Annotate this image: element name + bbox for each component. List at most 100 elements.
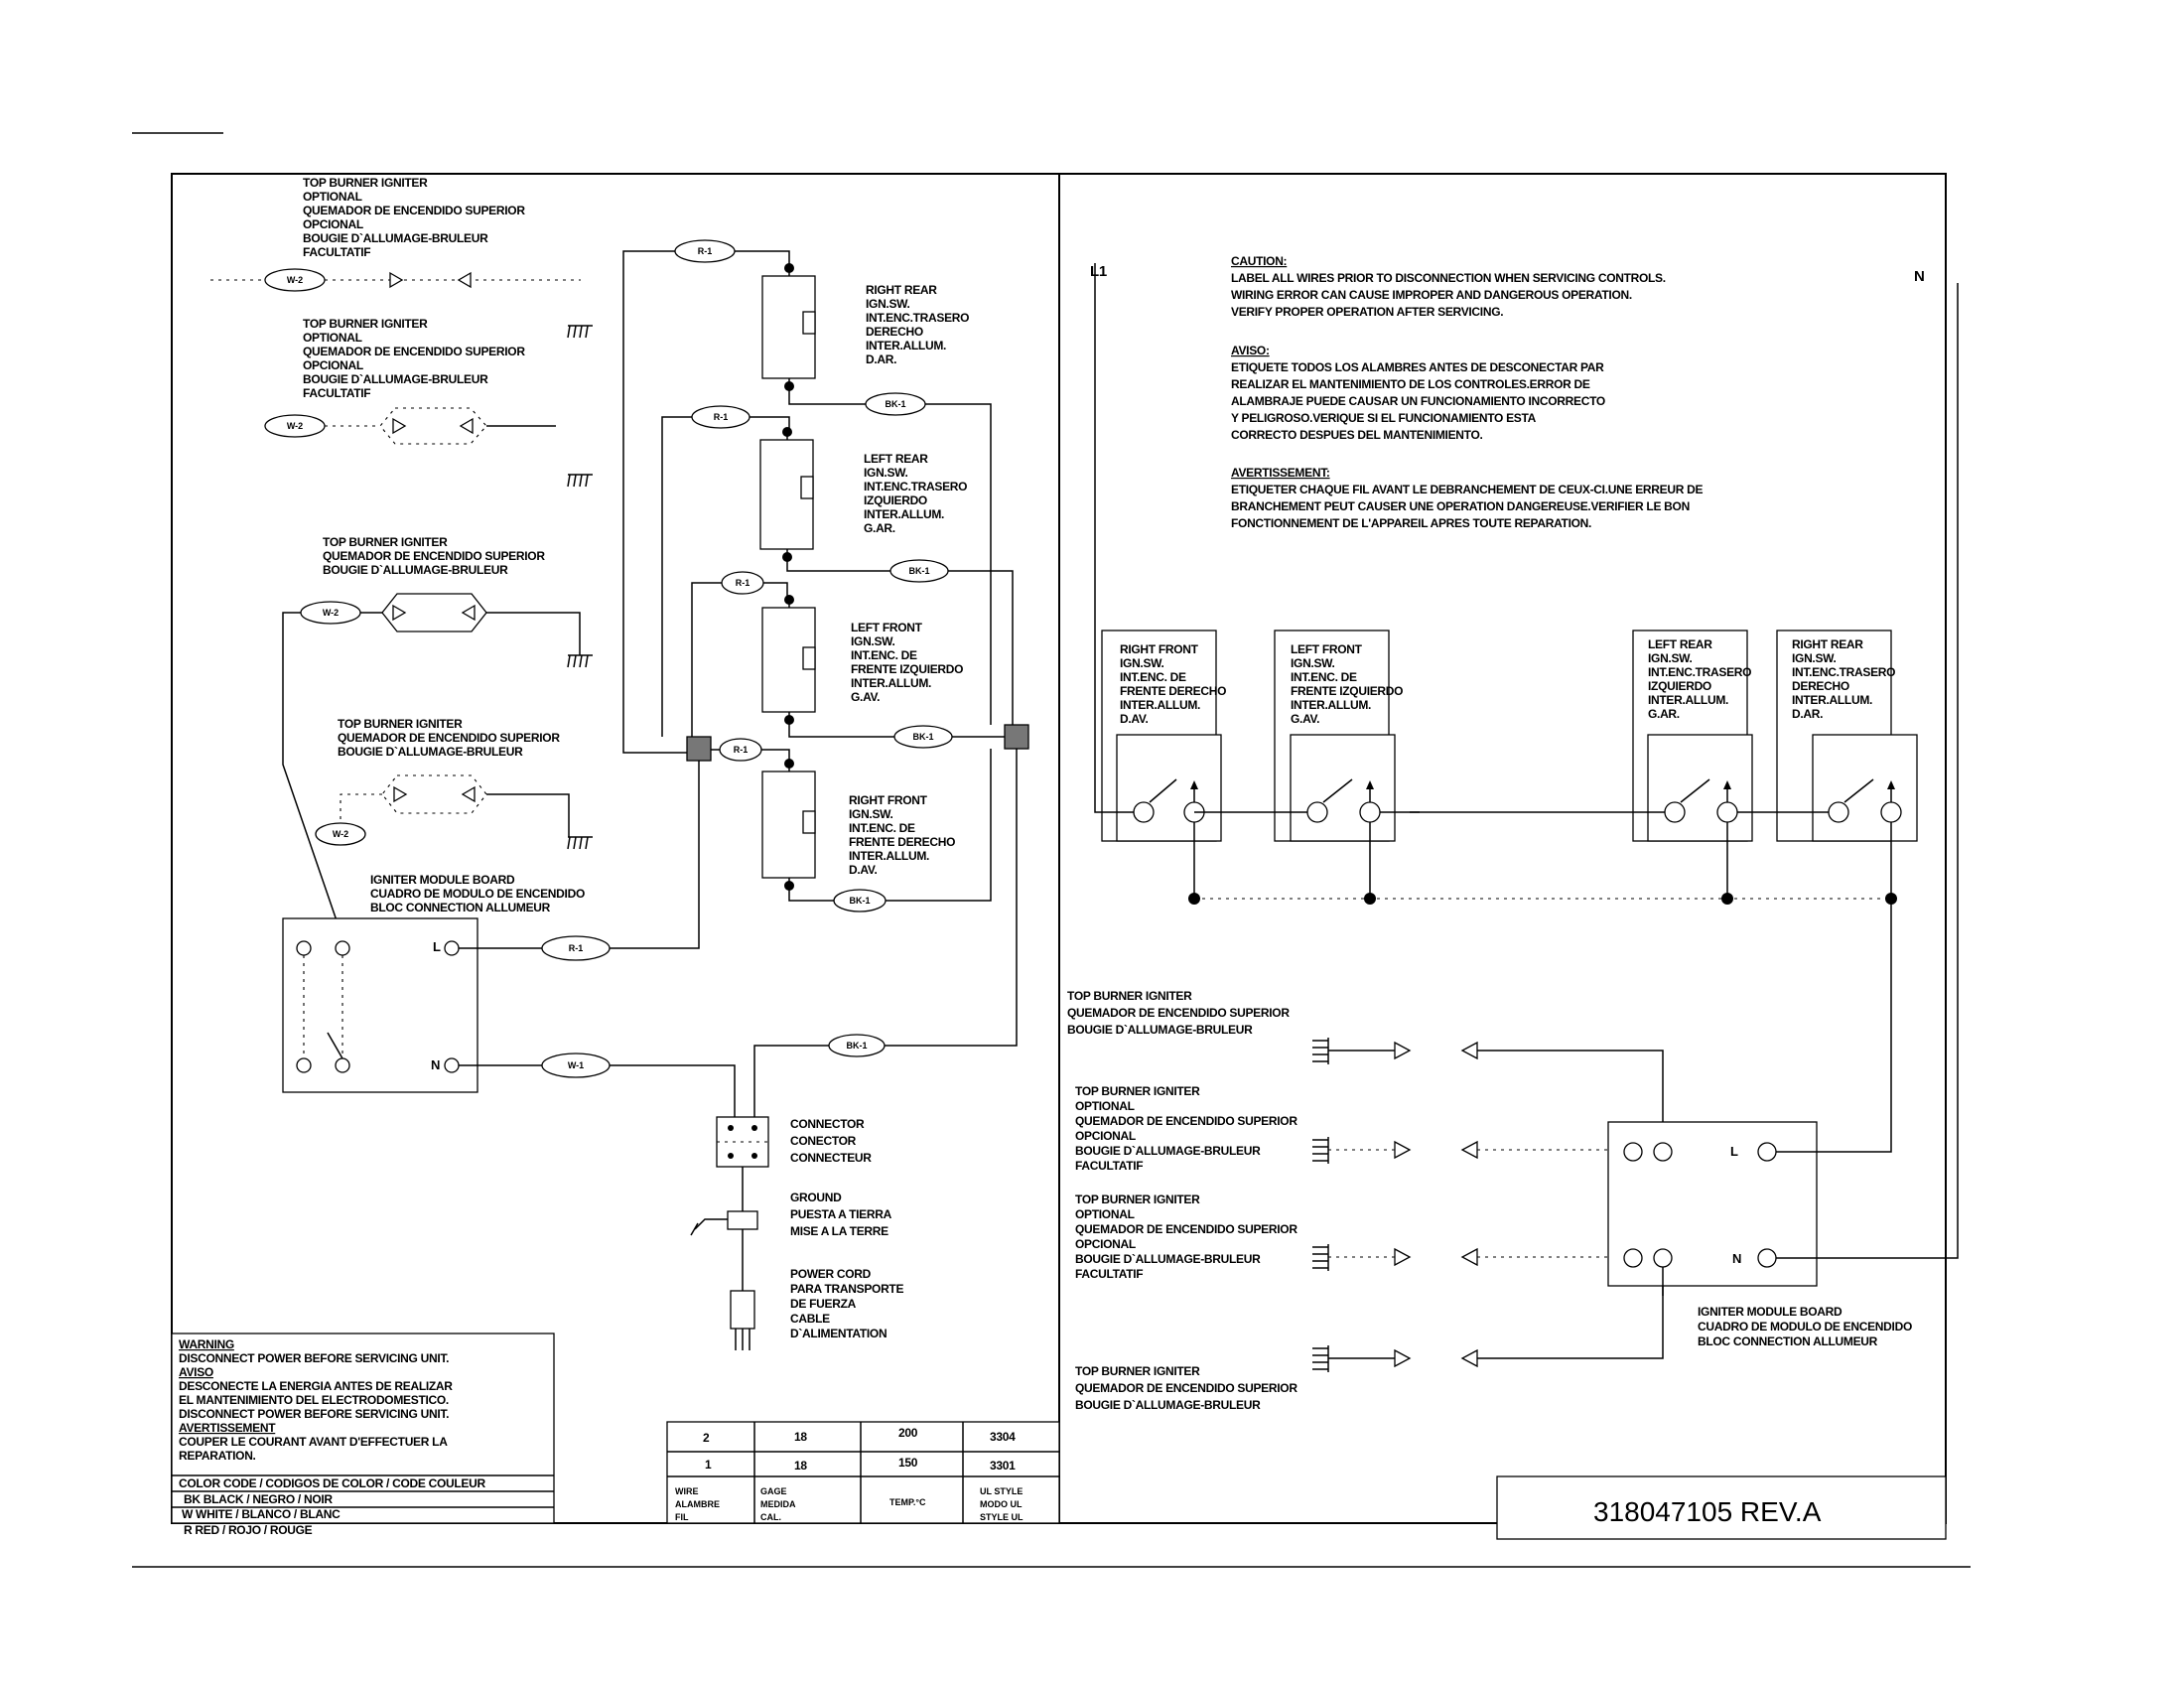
- wire-tag: W-2: [333, 829, 348, 839]
- wire-tag: BK-1: [912, 732, 933, 742]
- wire-tag: R-1: [569, 943, 584, 953]
- right-switch-rf-label: RIGHT FRONT IGN.SW. INT.ENC. DE FRENTE D…: [1120, 642, 1229, 726]
- right-igniters: TOP BURNER IGNITER QUEMADOR DE ENCENDIDO…: [1067, 989, 1664, 1412]
- ground-icon: [1312, 1038, 1329, 1064]
- warning-box: WARNING DISCONNECT POWER BEFORE SERVICIN…: [171, 1333, 555, 1537]
- ground-icon: [1312, 1345, 1329, 1372]
- igniter-electrode-icon: [459, 417, 474, 435]
- igniter-electrode-icon: [392, 604, 407, 622]
- table-header-wire: WIRE ALAMBRE FIL: [675, 1486, 723, 1522]
- table-cell: 150: [898, 1456, 918, 1470]
- wire-tag: W-1: [568, 1060, 584, 1070]
- switch-left-front-label: LEFT FRONT IGN.SW. INT.ENC. DE FRENTE IZ…: [851, 621, 966, 704]
- caution-notice: CAUTION: LABEL ALL WIRES PRIOR TO DISCON…: [1231, 254, 1704, 530]
- igniter-electrode-icon: [1394, 1041, 1412, 1060]
- igniter-electrode-icon: [1460, 1041, 1478, 1060]
- igniter-electrode-icon: [1394, 1247, 1412, 1267]
- ground-label: GROUND PUESTA A TIERRA MISE A LA TERRE: [790, 1191, 894, 1238]
- title-block: 318047105 REV.A: [1496, 1475, 1947, 1540]
- igniter-electrode-icon: [1460, 1247, 1478, 1267]
- wire-tag: R-1: [736, 578, 751, 588]
- table-cell: 3301: [990, 1459, 1016, 1473]
- caution-text: CAUTION: LABEL ALL WIRES PRIOR TO DISCON…: [1231, 254, 1669, 319]
- color-code-r: R RED / ROJO / ROUGE: [184, 1523, 313, 1537]
- table-cell: 200: [898, 1426, 918, 1440]
- left-igniter-3: TOP BURNER IGNITER QUEMADOR DE ENCENDIDO…: [282, 535, 593, 924]
- terminal-n: [1757, 1248, 1777, 1268]
- right-switch-rr-label: RIGHT REAR IGN.SW. INT.ENC.TRASERO DEREC…: [1792, 637, 1898, 721]
- warning-text: WARNING DISCONNECT POWER BEFORE SERVICIN…: [179, 1337, 456, 1463]
- right-igniter-1-label: TOP BURNER IGNITER QUEMADOR DE ENCENDIDO…: [1067, 989, 1293, 1037]
- left-igniter-2: TOP BURNER IGNITER OPTIONAL QUEMADOR DE …: [264, 317, 593, 488]
- ground-icon: [567, 654, 593, 668]
- aviso-text: AVISO: ETIQUETE TODOS LOS ALAMBRES ANTES…: [1231, 344, 1608, 442]
- ground-icon: [567, 474, 593, 488]
- wire-tag: W-2: [287, 421, 303, 431]
- wire-tag: BK-1: [885, 399, 905, 409]
- left-igniter-2-label: TOP BURNER IGNITER OPTIONAL QUEMADOR DE …: [303, 317, 528, 400]
- igniter-electrode-icon: [457, 271, 472, 289]
- wire-tag: W-2: [323, 608, 339, 618]
- terminal-l-label: L: [433, 939, 441, 954]
- igniter-housing: [381, 774, 487, 814]
- table-cell: 18: [794, 1459, 807, 1473]
- terminal-l-label: L: [1730, 1144, 1738, 1159]
- wire-spec-table: 2 18 200 3304 1 18 150 3301 WIRE ALAMBRE…: [666, 1421, 1060, 1524]
- igniter-electrode-icon: [461, 604, 476, 622]
- switch-right-rear: [1812, 734, 1918, 842]
- part-number: 318047105 REV.A: [1593, 1496, 1822, 1527]
- terminal-l: [1757, 1142, 1777, 1162]
- ground-clamp: [727, 1210, 758, 1230]
- switch-right-rear-label: RIGHT REAR IGN.SW. INT.ENC.TRASERO DEREC…: [866, 283, 972, 366]
- color-code-bk: BK BLACK / NEGRO / NOIR: [184, 1492, 333, 1506]
- switch-left-rear-label: LEFT REAR IGN.SW. INT.ENC.TRASERO IZQUIE…: [864, 452, 970, 535]
- right-igniter-3-label: TOP BURNER IGNITER OPTIONAL QUEMADOR DE …: [1075, 1193, 1300, 1281]
- table-cell: 18: [794, 1430, 807, 1444]
- table-cell: 2: [703, 1431, 710, 1445]
- left-igniter-3-label: TOP BURNER IGNITER QUEMADOR DE ENCENDIDO…: [323, 535, 548, 577]
- wire-tag: R-1: [714, 412, 729, 422]
- junction-red: [686, 736, 712, 762]
- terminal-n-label: N: [1732, 1251, 1741, 1266]
- igniter-electrode-icon: [1460, 1348, 1478, 1368]
- ground-icon: [567, 836, 593, 850]
- n-label: N: [1914, 268, 1925, 285]
- igniter-electrode-icon: [1394, 1348, 1412, 1368]
- switch-right-front-label: RIGHT FRONT IGN.SW. INT.ENC. DE FRENTE D…: [849, 793, 958, 877]
- ground-icon: [1312, 1137, 1329, 1164]
- right-igniter-4-label: TOP BURNER IGNITER QUEMADOR DE ENCENDIDO…: [1075, 1364, 1300, 1412]
- color-code-title: COLOR CODE / CODIGOS DE COLOR / CODE COU…: [179, 1476, 485, 1490]
- table-header-ul: UL STYLE MODO UL STYLE UL: [980, 1486, 1025, 1522]
- table-cell: 1: [705, 1458, 712, 1472]
- right-switch-lr-label: LEFT REAR IGN.SW. INT.ENC.TRASERO IZQUIE…: [1648, 637, 1754, 721]
- wire-tag: BK-1: [908, 566, 929, 576]
- l1-label: L1: [1090, 263, 1107, 280]
- wire-tag: W-2: [287, 275, 303, 285]
- power-cord-plug: [730, 1290, 755, 1330]
- igniter-electrode-icon: [461, 785, 476, 803]
- igniter-electrode-icon: [1394, 1140, 1412, 1160]
- left-switch-stack: RIGHT REAR IGN.SW. INT.ENC.TRASERO DEREC…: [459, 239, 1029, 1117]
- left-igniter-4: TOP BURNER IGNITER QUEMADOR DE ENCENDIDO…: [315, 717, 593, 850]
- igniter-electrode-icon: [389, 271, 404, 289]
- left-igniter-4-label: TOP BURNER IGNITER QUEMADOR DE ENCENDIDO…: [338, 717, 563, 759]
- switch-left-front: [1290, 734, 1396, 842]
- wire-tag: R-1: [734, 745, 749, 755]
- connector-label: CONNECTOR CONECTOR CONNECTEUR: [790, 1117, 872, 1165]
- right-switch-row: RIGHT FRONT IGN.SW. INT.ENC. DE FRENTE D…: [1094, 263, 1918, 905]
- junction-black: [1004, 724, 1029, 750]
- power-cord-label: POWER CORD PARA TRANSPORTE DE FUERZA CAB…: [790, 1267, 906, 1340]
- table-header-temp: TEMP.°C: [889, 1497, 926, 1507]
- ground-icon: [1312, 1244, 1329, 1271]
- switch-right-front: [1116, 734, 1222, 842]
- left-igniter-1: TOP BURNER IGNITER OPTIONAL QUEMADOR DE …: [210, 176, 593, 339]
- wire-tag: BK-1: [849, 896, 870, 906]
- right-igniter-2-label: TOP BURNER IGNITER OPTIONAL QUEMADOR DE …: [1075, 1084, 1300, 1173]
- color-code-w: W WHITE / BLANCO / BLANC: [182, 1507, 341, 1521]
- wire-tag: R-1: [698, 246, 713, 256]
- power-connector: CONNECTOR CONECTOR CONNECTEUR GROUND PUE…: [690, 1116, 906, 1350]
- right-switch-lf-label: LEFT FRONT IGN.SW. INT.ENC. DE FRENTE IZ…: [1291, 642, 1406, 726]
- ground-icon: [694, 1218, 728, 1230]
- left-igniter-module: IGNITER MODULE BOARD CUADRO DE MODULO DE…: [282, 873, 585, 1093]
- igniter-electrode-icon: [393, 785, 408, 803]
